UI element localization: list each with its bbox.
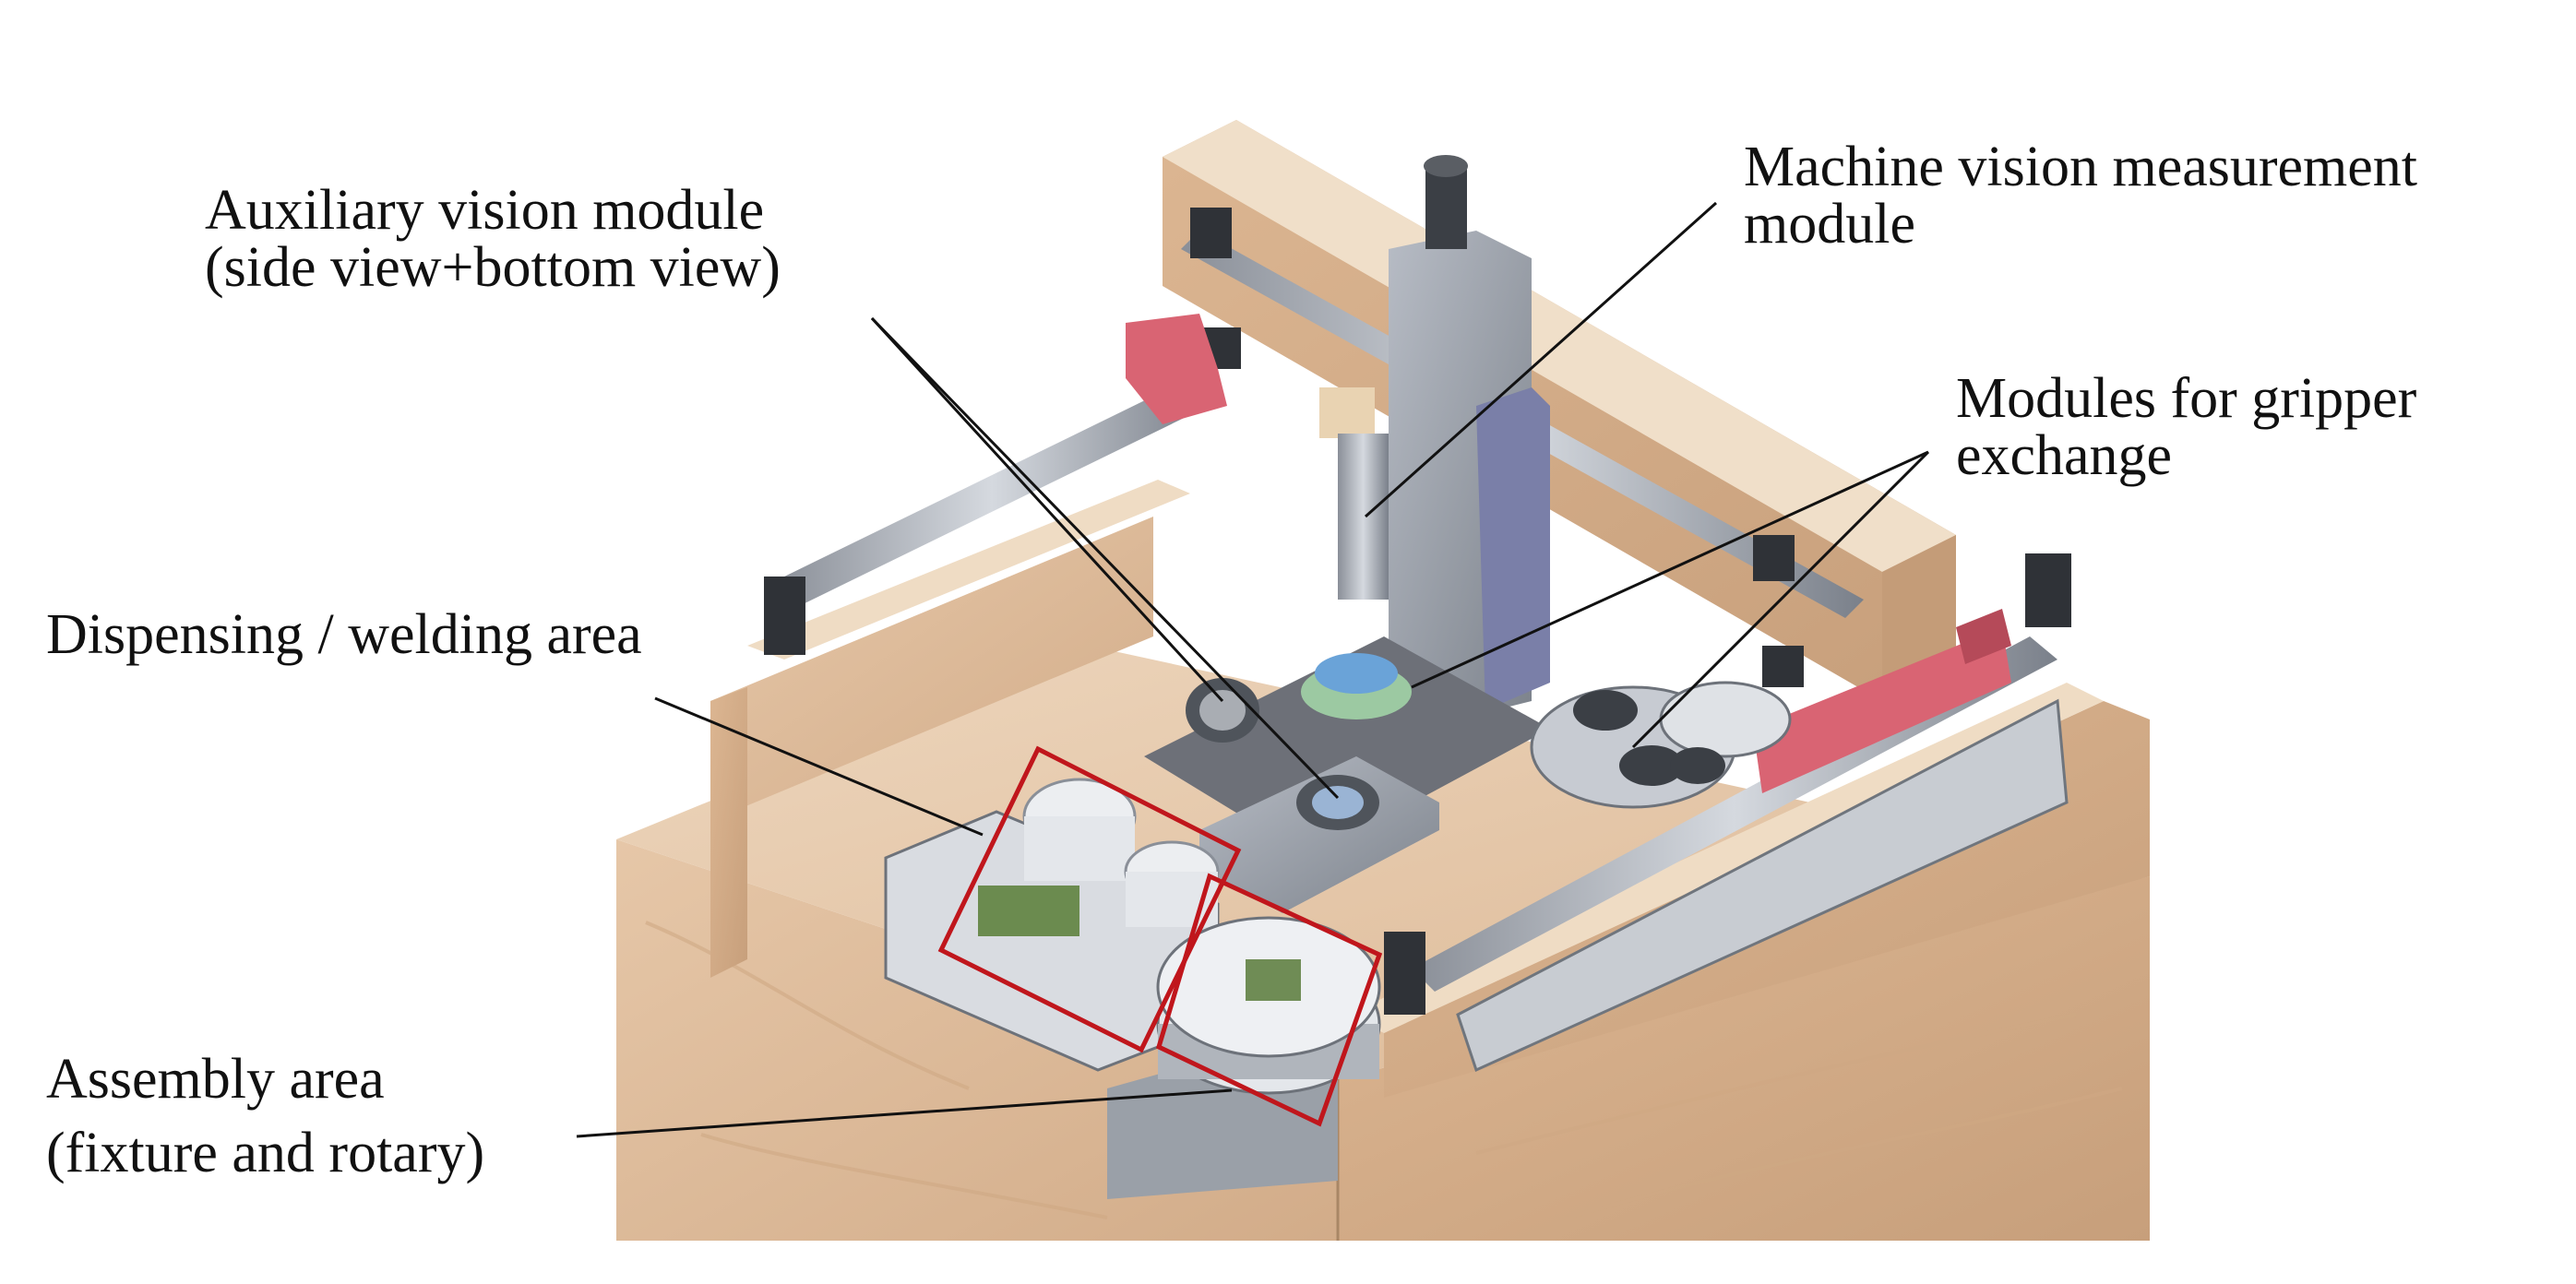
label-auxiliary-line-1: Auxiliary vision module <box>205 179 765 242</box>
leader-dispensing <box>654 696 984 837</box>
label-gripper-line-1: Modules for gripper <box>1956 367 2417 430</box>
carriages <box>1126 314 2011 793</box>
dispensing-highlight-box <box>937 745 1242 1053</box>
label-auxiliary-line-2: (side view+bottom view) <box>205 236 781 299</box>
leader-lines <box>576 201 1930 1138</box>
label-machine-vision-line-1: Machine vision measurement <box>1744 136 2418 198</box>
label-assembly-area: Assembly area (fixture and rotary) <box>46 1042 484 1190</box>
leader-auxiliary-1 <box>870 316 1224 703</box>
label-assembly-line-2: (fixture and rotary) <box>46 1122 485 1184</box>
marble-wall-left <box>710 480 1190 978</box>
label-dispensing-welding-area: Dispensing / welding area <box>46 606 642 663</box>
label-machine-vision-module: Machine vision measurement module <box>1744 138 2417 253</box>
z-axis-column <box>1319 155 1550 719</box>
dispensing-area <box>884 778 1220 1072</box>
label-auxiliary-vision-module: Auxiliary vision module (side view+botto… <box>205 182 781 296</box>
label-gripper-exchange: Modules for gripper exchange <box>1956 370 2416 484</box>
leader-machine-vision <box>1364 201 1718 518</box>
work-platform <box>1144 636 1550 913</box>
assembly-highlight-box <box>1155 873 1383 1127</box>
leader-auxiliary-2 <box>870 316 1340 800</box>
leader-gripper-1 <box>1411 450 1929 689</box>
label-assembly-line-1: Assembly area <box>46 1048 385 1111</box>
assembly-rotary <box>1107 916 1381 1199</box>
label-machine-vision-line-2: module <box>1744 193 1915 256</box>
leader-assembly <box>576 1088 1233 1138</box>
highlight-boxes <box>937 745 1383 1127</box>
leader-gripper-2 <box>1631 450 1930 749</box>
label-dispensing-line-1: Dispensing / welding area <box>46 603 642 666</box>
label-gripper-line-2: exchange <box>1956 424 2173 487</box>
